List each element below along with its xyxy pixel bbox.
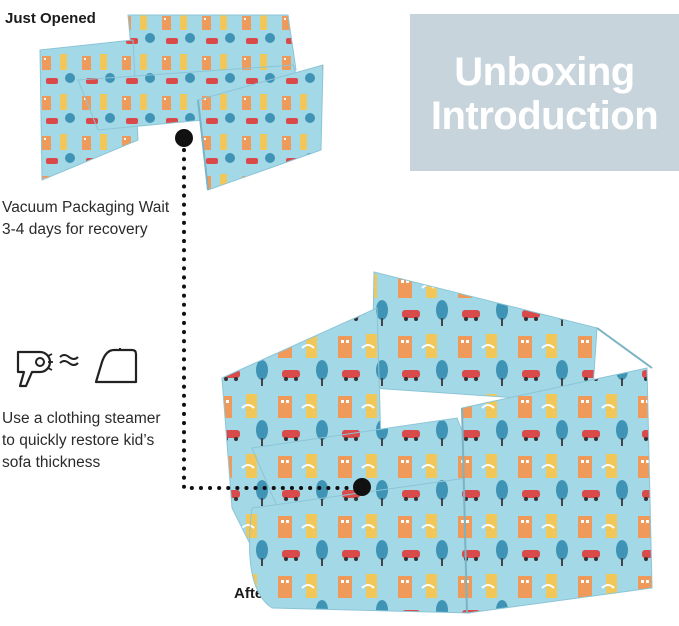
title-box: Unboxing Introduction <box>410 14 679 171</box>
hair-dryer-icon <box>14 346 54 388</box>
title-line-1: Unboxing <box>454 50 635 94</box>
steamer-note-line-1: Use a clothing steamer <box>2 410 161 427</box>
vacuum-note: Vacuum Packaging Wait 3-4 days for recov… <box>2 197 169 241</box>
title-line-2: Introduction <box>430 94 659 138</box>
vacuum-note-line-2: 3-4 days for recovery <box>2 221 148 238</box>
just-opened-label: Just Opened <box>5 10 96 27</box>
vacuum-note-line-1: Vacuum Packaging Wait <box>2 199 170 216</box>
steamer-note-line-3: sofa thickness <box>2 454 101 471</box>
steamer-note: Use a clothing steamer to quickly restor… <box>2 408 161 474</box>
steamer-note-line-2: to quickly restore kid’s <box>2 432 155 449</box>
clothing-iron-icon <box>92 346 140 386</box>
approx-icon <box>58 352 80 368</box>
